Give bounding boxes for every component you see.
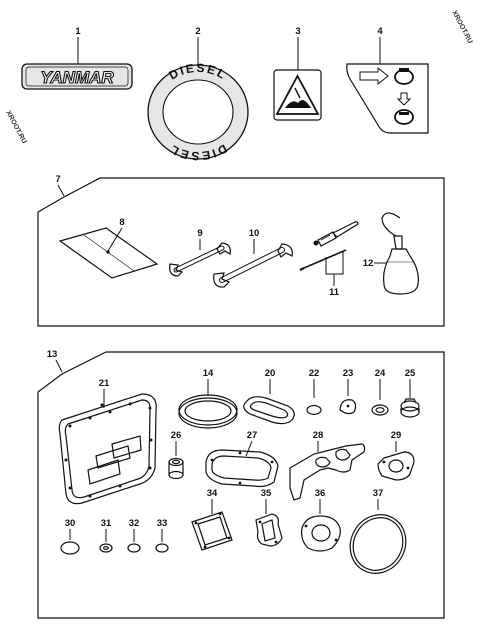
washer-32[interactable] [127,543,141,553]
small-gasket[interactable] [255,513,283,547]
washer-30[interactable] [60,541,80,555]
callout-8[interactable]: 8 [119,217,124,228]
leader-7 [57,184,65,197]
watermark-top-right: XROOT.RU [450,10,473,45]
callout-3[interactable]: 3 [295,26,300,37]
callout-28[interactable]: 28 [313,430,324,441]
callout-30[interactable]: 30 [65,518,76,529]
callout-4[interactable]: 4 [377,26,383,37]
callout-29[interactable]: 29 [391,430,402,441]
callout-23[interactable]: 23 [343,368,354,379]
ring-text-bottom: DIESEL [166,141,229,163]
warning-decal[interactable] [273,69,322,121]
leader-8 [107,227,123,252]
svg-text:XROOT.RU: XROOT.RU [4,110,27,145]
ring-text-top: DIESEL [167,61,230,83]
washer-33[interactable] [155,543,169,553]
callout-32[interactable]: 32 [129,518,140,529]
spanner-large[interactable] [213,243,293,288]
washer-31[interactable] [99,543,113,553]
callout-37[interactable]: 37 [373,488,384,499]
callout-33[interactable]: 33 [157,518,168,529]
o-ring-24[interactable] [371,404,389,416]
watermark-left: XROOT.RU [4,110,27,145]
callout-7[interactable]: 7 [55,174,60,185]
screwdriver-bit[interactable] [299,249,347,271]
callout-35[interactable]: 35 [261,488,272,499]
leader-13 [55,359,63,373]
oil-can[interactable] [381,212,419,295]
callout-11[interactable]: 11 [329,287,340,298]
yanmar-decal-text: YANMAR [40,68,114,87]
callout-10[interactable]: 10 [249,228,260,239]
flange-gasket[interactable] [377,451,415,481]
callout-31[interactable]: 31 [101,518,112,529]
gasket-kit-box [37,351,445,619]
callout-13[interactable]: 13 [47,349,58,360]
cylinder-seal[interactable] [168,457,184,480]
callout-21[interactable]: 21 [99,378,110,389]
callout-36[interactable]: 36 [315,488,326,499]
seal-23[interactable] [339,399,357,415]
round-gasket[interactable] [301,515,341,552]
arrow-right-icon [359,66,389,86]
callout-27[interactable]: 27 [247,430,258,441]
oval-gasket[interactable] [243,396,295,425]
callout-20[interactable]: 20 [265,368,276,379]
square-gasket[interactable] [191,511,233,551]
screwdriver[interactable] [313,221,359,247]
leader-11 [325,252,344,286]
oil-fill-decal[interactable] [346,63,429,134]
callout-1[interactable]: 1 [75,26,81,37]
tool-bag[interactable] [58,227,159,279]
callout-2[interactable]: 2 [195,26,200,37]
callout-12[interactable]: 12 [363,258,374,269]
svg-text:XROOT.RU: XROOT.RU [450,10,473,45]
manifold-gasket[interactable] [289,443,366,501]
tool-kit-box [37,177,445,327]
callout-14[interactable]: 14 [203,368,214,379]
diesel-ring-decal[interactable]: DIESEL DIESEL [147,61,249,163]
leader-27 [245,440,253,457]
callout-34[interactable]: 34 [207,488,218,499]
head-cover-gasket[interactable] [205,449,279,488]
callout-9[interactable]: 9 [197,228,202,239]
yanmar-decal[interactable]: YANMAR [21,63,133,90]
washer-22[interactable] [306,404,322,416]
callout-26[interactable]: 26 [171,430,182,441]
spanner-small[interactable] [169,242,231,277]
callout-22[interactable]: 22 [309,368,320,379]
callout-25[interactable]: 25 [405,368,416,379]
cover-gasket[interactable] [58,393,157,505]
arrow-down-icon [396,92,412,106]
large-ring-gasket[interactable] [340,505,417,584]
large-o-ring[interactable] [178,394,238,429]
oil-level-icon [394,109,414,125]
hot-surface-icon [285,99,311,108]
drain-plug[interactable] [400,398,420,418]
callout-24[interactable]: 24 [375,368,386,379]
